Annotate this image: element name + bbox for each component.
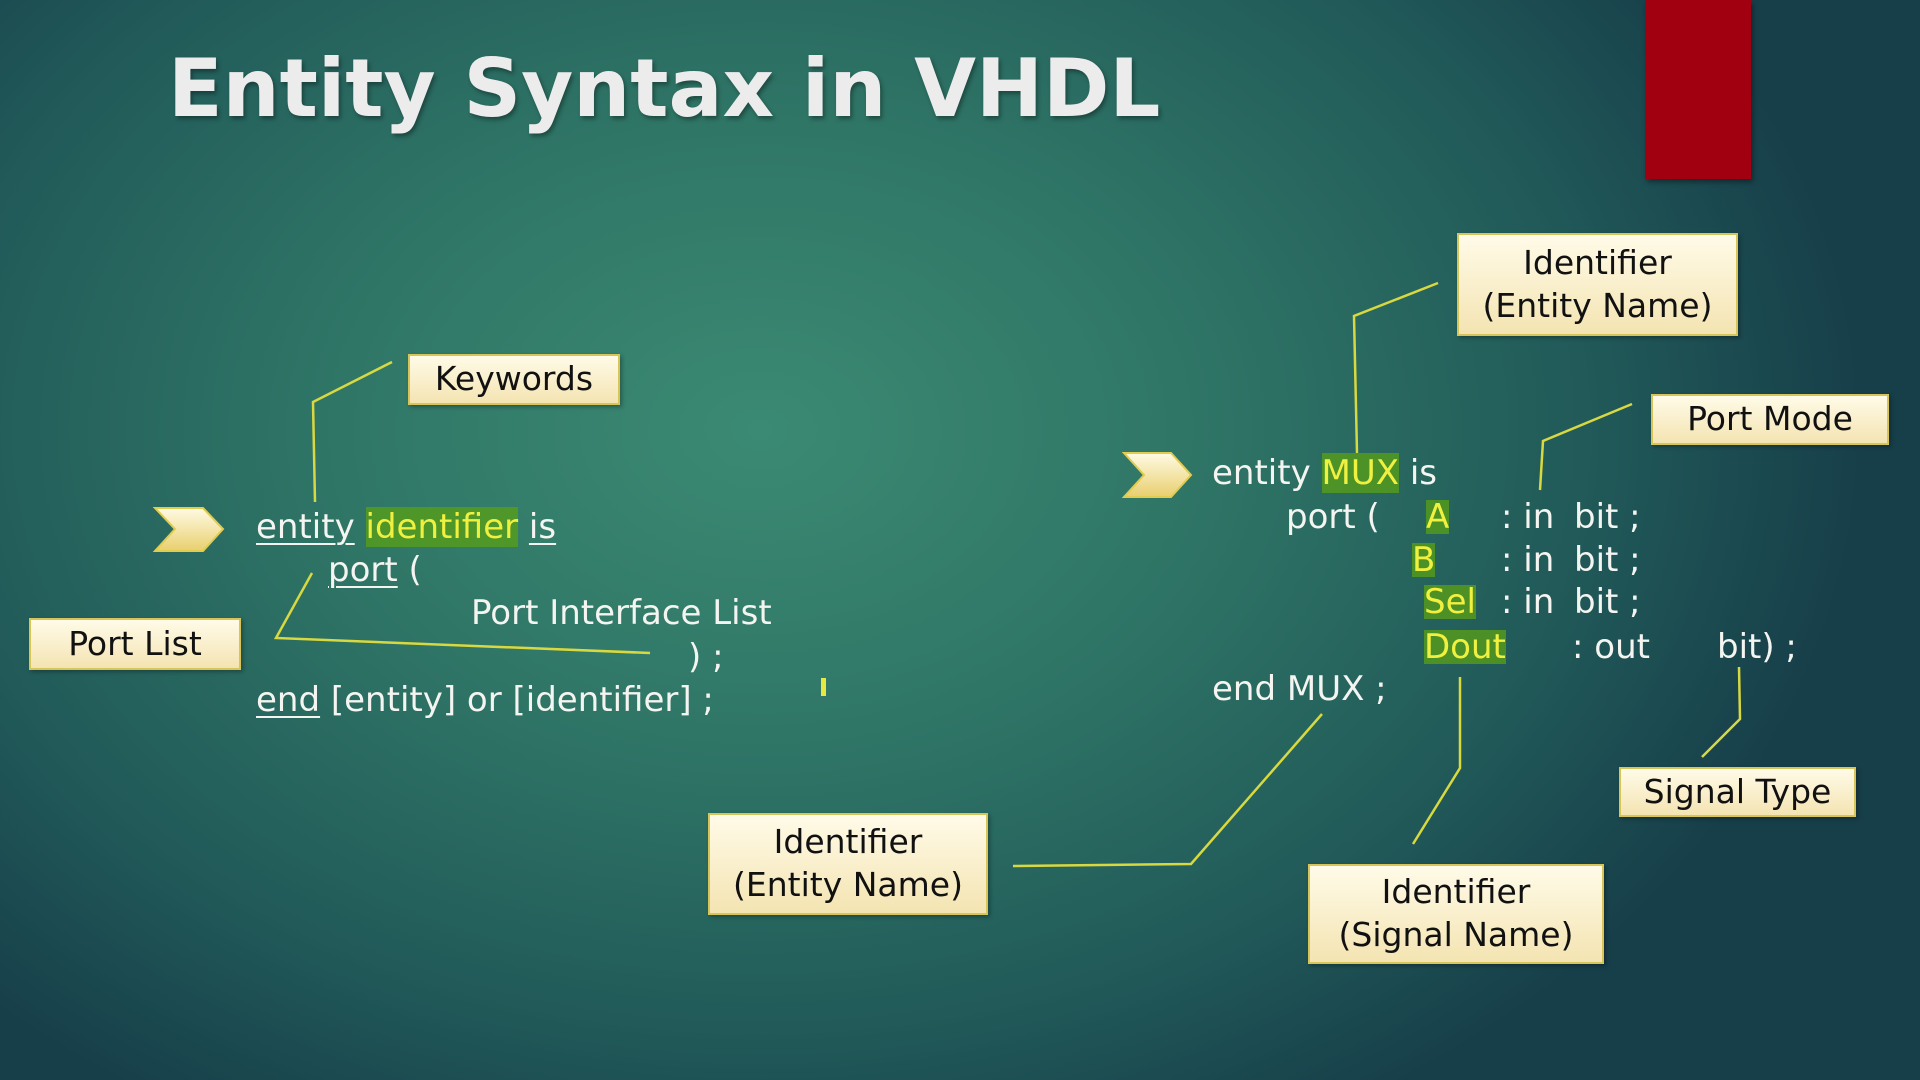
label-text: Keywords xyxy=(434,359,594,399)
label-text: Identifier xyxy=(1381,872,1531,912)
port-mode-callout-line xyxy=(1538,402,1633,491)
entity-name-mux: MUX xyxy=(1321,453,1400,493)
label-text: (Entity Name) xyxy=(1482,285,1713,325)
port-mode: : in xyxy=(1501,582,1555,622)
keyword-entity: entity xyxy=(256,507,355,547)
label-text: Signal Type xyxy=(1643,771,1832,811)
port-paren: ( xyxy=(408,550,422,590)
right-entity-line: entity MUX is xyxy=(1212,453,1438,493)
port-mode-label: Port Mode xyxy=(1651,394,1889,445)
label-text: Port List xyxy=(68,623,202,663)
port-type: bit) ; xyxy=(1717,627,1797,667)
port-type: bit ; xyxy=(1574,582,1641,622)
label-text: (Signal Name) xyxy=(1338,915,1574,954)
port-type: bit ; xyxy=(1574,497,1641,537)
slide-title: Entity Syntax in VHDL xyxy=(168,42,1161,135)
entity-name-top-callout-line xyxy=(1352,281,1439,454)
keywords-label: Keywords xyxy=(408,354,620,405)
left-end-line: end [entity] or [identifier] ; xyxy=(256,683,714,717)
keyword-end: end xyxy=(256,680,321,720)
port-list-callout-line xyxy=(273,572,651,655)
keywords-callout-line xyxy=(311,360,393,503)
port-type: bit ; xyxy=(1574,540,1641,580)
signal-type-callout-line xyxy=(1701,666,1742,758)
label-text: (Entity Name) xyxy=(733,865,963,904)
left-port-line: port ( xyxy=(328,553,422,587)
identifier-entity-name-label-bottom: Identifier (Entity Name) xyxy=(708,813,988,915)
port-interface-list: Port Interface List xyxy=(471,593,772,633)
keyword-is: is xyxy=(528,507,557,547)
identifier-signal-name-label: Identifier (Signal Name) xyxy=(1308,864,1604,964)
cursor-mark xyxy=(821,678,826,696)
identifier-placeholder: identifier xyxy=(365,507,519,547)
port-name: Dout xyxy=(1424,627,1506,667)
entity-name-bottom-callout-line xyxy=(1012,713,1323,868)
label-text: Identifier xyxy=(1523,242,1672,282)
end-rest: [entity] or [identifier] ; xyxy=(330,680,714,720)
keyword-port: port xyxy=(328,550,398,590)
right-end-line: end MUX ; xyxy=(1212,669,1387,709)
keyword-entity: entity xyxy=(1212,453,1311,493)
port-name: A xyxy=(1426,497,1450,537)
port-list-label: Port List xyxy=(29,618,241,670)
port-name: B xyxy=(1412,540,1436,580)
keyword-is: is xyxy=(1409,453,1438,493)
label-text: Port Mode xyxy=(1687,399,1853,439)
port-close: ) ; xyxy=(688,637,724,677)
port-name: Sel xyxy=(1424,582,1476,622)
port-mode: : out xyxy=(1572,627,1650,667)
chevron-bullet-icon xyxy=(152,452,1193,552)
port-mode: : in xyxy=(1501,540,1555,580)
identifier-entity-name-label-top: Identifier (Entity Name) xyxy=(1457,233,1738,336)
red-accent-bar xyxy=(1645,0,1751,179)
right-port-keyword: port ( xyxy=(1286,497,1380,537)
label-text: Identifier xyxy=(773,822,923,862)
port-mode: : in xyxy=(1501,497,1555,537)
signal-name-callout-line xyxy=(1411,677,1462,845)
left-entity-line: entity identifier is xyxy=(256,507,557,547)
signal-type-label: Signal Type xyxy=(1619,767,1856,817)
